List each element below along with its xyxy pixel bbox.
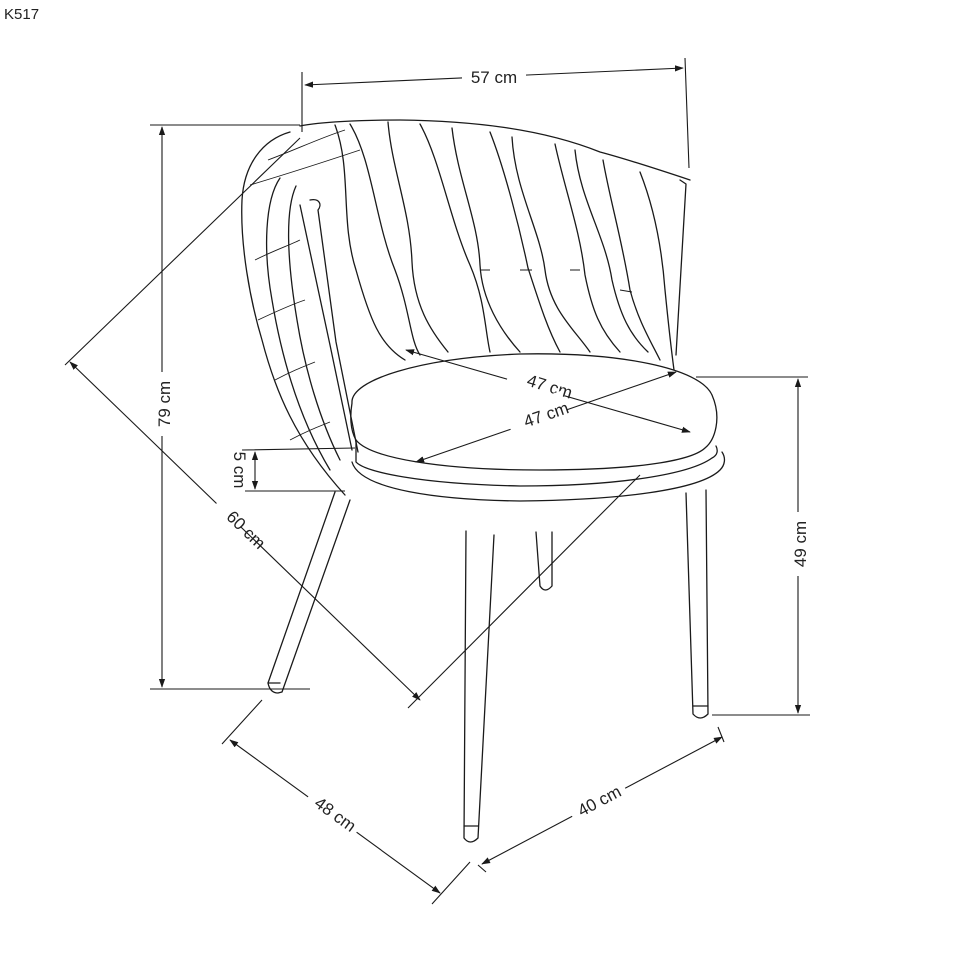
chair-illustration [241,119,726,843]
backrest-outline [241,131,346,496]
chair-legs [267,489,709,843]
label-seat-thickness: 5 cm [230,452,249,489]
label-height: 79 cm [155,381,174,427]
label-width: 57 cm [471,68,517,87]
label-seat-height: 49 cm [791,521,810,567]
leg-front-left [463,530,495,843]
label-legs-front: 40 cm [575,782,625,821]
model-code: K517 [4,6,40,23]
leg-back-right [535,531,553,591]
leg-front-right [685,489,709,719]
dimension-labels: 57 cm 79 cm 60 cm 49 cm 5 cm 47 cm 47 cm… [152,66,810,842]
left-frame-post [299,204,353,451]
woven-straps [249,121,687,441]
